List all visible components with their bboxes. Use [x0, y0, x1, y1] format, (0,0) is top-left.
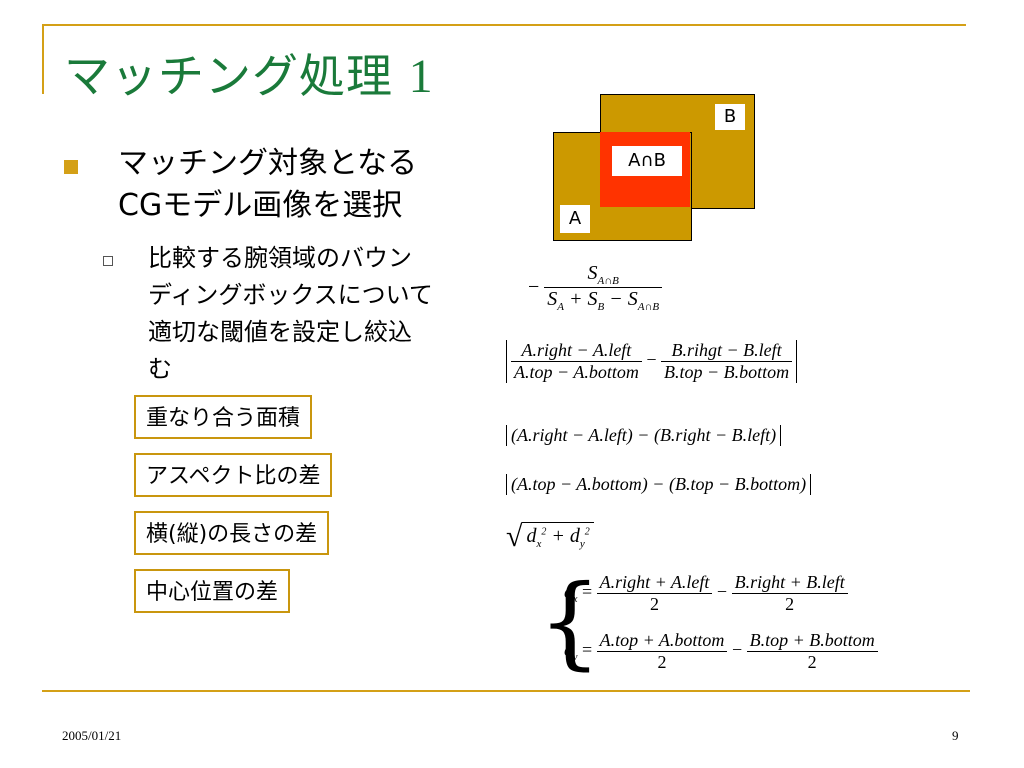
label-ab: A∩B [612, 146, 682, 176]
sub-bullet-icon [103, 256, 113, 266]
formula-1-den-sub-ab: A∩B [637, 301, 660, 313]
dy-n1: A.top + A.bottom [596, 630, 728, 652]
formula-5-p1: 2 [541, 525, 547, 537]
footer-date: 2005/01/21 [62, 728, 122, 743]
criteria-box-center: 中心位置の差 [134, 569, 291, 613]
dx-eq: = [581, 581, 593, 602]
bullet-2-line3: 適切な閾値を設定し絞込 [148, 318, 412, 346]
dy-minus: − [731, 639, 743, 660]
formula-2-minus: − [646, 349, 657, 370]
dx-d2: 2 [785, 594, 795, 614]
formula-1-den: S [547, 288, 558, 310]
label-b: B [715, 104, 745, 130]
dx-n1: A.right + A.left [596, 572, 713, 594]
formula-5-d1: d [526, 524, 537, 547]
formula-width: (A.right − A.left) − (B.right − B.left) [506, 425, 782, 446]
formula-1-num-sub: A∩B [597, 275, 619, 287]
label-a: A [560, 205, 590, 233]
title-text: マッチング処理 [64, 49, 393, 103]
dx-n2: B.right + B.left [731, 572, 848, 594]
formula-1-minus: − [528, 276, 540, 298]
criteria-box-length: 横(縦)の長さの差 [134, 511, 330, 555]
formula-height: (A.top − A.bottom) − (B.top − B.bottom) [506, 474, 812, 495]
formula-1-den-mid: + S [569, 288, 598, 310]
formula-1-den-sub-b: B [597, 301, 605, 313]
dy-eq: = [581, 639, 593, 660]
dx-lhs: d [564, 581, 573, 602]
formula-1-num: S [587, 262, 598, 284]
dx-sub: x [573, 594, 578, 606]
dy-sub: y [573, 652, 578, 664]
bullet-2-line4: む [148, 355, 172, 383]
dy-n2: B.top + B.bottom [746, 630, 878, 652]
bullet-1-text: マッチング対象となる CGモデル画像を選択 [118, 143, 518, 227]
dy-lhs: d [564, 639, 573, 660]
dy-d2: 2 [807, 652, 817, 672]
dx-d1: 2 [650, 594, 660, 614]
formula-4: (A.top − A.bottom) − (B.top − B.bottom) [506, 474, 812, 495]
bullet-2-text: 比較する腕領域のバウン ディングボックスについて 適切な閾値を設定し絞込 む [148, 240, 488, 388]
formula-2-d2: B.top − B.bottom [663, 362, 790, 382]
formula-2-n1: A.right − A.left [511, 340, 642, 362]
criteria-box-aspect: アスペクト比の差 [134, 453, 333, 497]
formula-5-s1: x [536, 537, 542, 550]
formula-5-s2: y [579, 537, 585, 550]
formula-3: (A.right − A.left) − (B.right − B.left) [506, 425, 782, 446]
bottom-rule [42, 690, 970, 692]
formula-1-den-end: − S [609, 288, 638, 310]
footer-page-number: 9 [952, 728, 959, 743]
dx-minus: − [716, 581, 728, 602]
formula-1-den-sub-a: A [557, 301, 565, 313]
formula-5-plus: + d [551, 524, 580, 547]
left-rule [42, 24, 44, 94]
formula-5-p2: 2 [584, 525, 590, 537]
title-number: 1 [408, 50, 434, 103]
brace-icon: { [538, 563, 602, 680]
bullet-square-icon [64, 160, 78, 174]
bullet-2-line1: 比較する腕領域のバウン [148, 244, 412, 272]
sqrt-icon: √ [506, 520, 523, 553]
formula-distance: √dx2 + dy2 [506, 520, 594, 554]
criteria-box-overlap: 重なり合う面積 [134, 395, 313, 439]
formula-overlap: − SA∩B SA + SB − SA∩B [528, 262, 663, 313]
bullet-1-line2: CGモデル画像を選択 [118, 188, 403, 223]
page-title: マッチング処理 1 [64, 40, 434, 106]
top-rule [42, 24, 966, 26]
bullet-2-line2: ディングボックスについて [148, 281, 433, 309]
dy-d1: 2 [657, 652, 667, 672]
formula-2-d1: A.top − A.bottom [514, 362, 639, 382]
bullet-1-line1: マッチング対象となる [118, 146, 418, 181]
formula-2-n2: B.rihgt − B.left [660, 340, 793, 362]
